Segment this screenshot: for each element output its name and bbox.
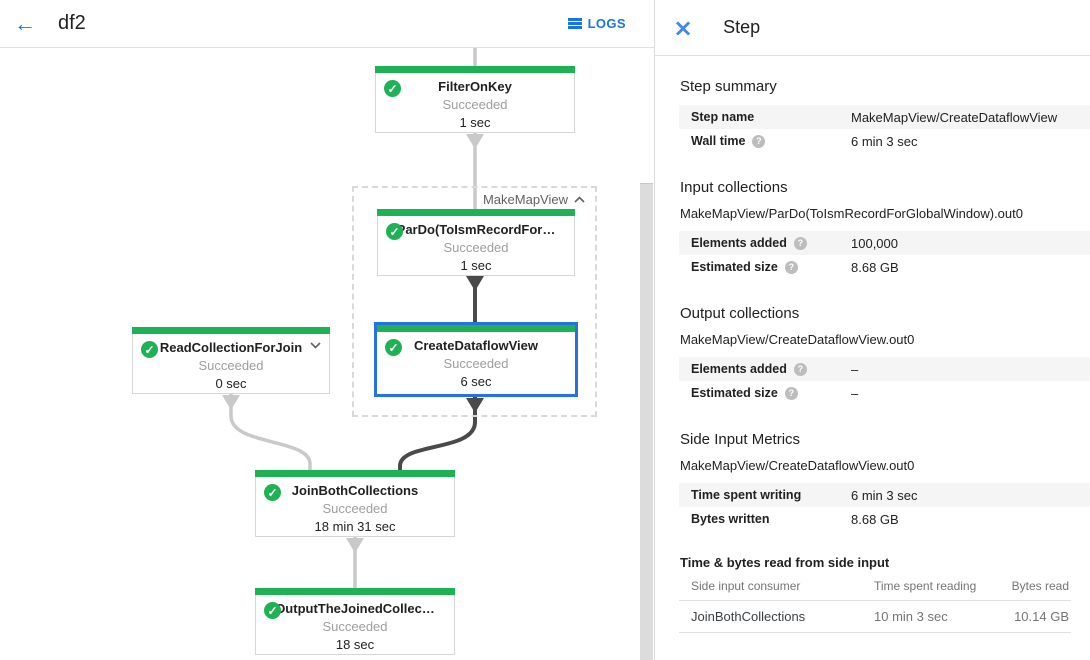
check-circle-icon: ✓ [386,223,403,240]
panel-header: × Step [655,0,1090,56]
kv-value: 6 min 3 sec [851,133,918,149]
check-circle-icon: ✓ [141,341,158,358]
section-title-input-collections: Input collections [680,179,788,196]
panel-title: Step [723,17,761,37]
side-input-table-title: Time & bytes read from side input [680,555,890,570]
node-title: OutputTheJoinedCollec… [275,601,435,616]
graph-vertical-scrollbar[interactable] [640,183,653,660]
kv-label: Elements added [691,236,787,250]
section-title-side-input-metrics: Side Input Metrics [680,431,801,448]
logs-list-icon [567,18,582,29]
check-circle-icon: ✓ [264,484,281,501]
node-title: JoinBothCollections [291,483,419,498]
graph-node-readcollectionforjoin[interactable]: ✓ ReadCollectionForJoin Succeeded 0 sec [132,327,330,394]
kv-row-elements-added: Elements added ? 100,000 [679,231,1090,255]
kv-label: Estimated size [691,386,778,400]
node-title: FilterOnKey [438,79,512,94]
chevron-up-icon [574,196,585,203]
node-time: 1 sec [460,258,492,273]
graph-node-pardo-toismrecord[interactable]: ✓ ParDo(ToIsmRecordFor… Succeeded 1 sec [377,209,575,276]
node-time: 6 sec [460,374,492,389]
cell-time-reading: 10 min 3 sec [874,600,994,633]
back-arrow-icon[interactable]: ← [14,10,36,36]
side-input-collection-name: MakeMapView/CreateDataflowView.out0 [680,458,915,473]
kv-label: Elements added [691,362,787,376]
node-status-bar [375,66,575,73]
kv-label: Step name [691,110,755,124]
kv-label: Wall time [691,134,746,148]
composite-group-makemapview: MakeMapView [352,186,597,417]
node-status: Succeeded [442,97,508,112]
group-label: MakeMapView [482,192,568,207]
table-header-consumer: Side input consumer [679,572,874,601]
help-circle-icon[interactable]: ? [784,260,798,274]
group-collapse-toggle[interactable]: MakeMapView [480,192,587,207]
node-status-bar [377,325,575,332]
kv-value: – [851,385,859,401]
kv-value: MakeMapView/CreateDataflowView [851,109,1058,125]
job-title: df2 [58,12,86,34]
kv-label: Estimated size [691,260,778,274]
kv-row-elements-added: Elements added ? – [679,357,1090,381]
top-bar: ← df2 LOGS [0,0,654,48]
node-status-bar [255,588,455,595]
graph-node-filteronkey[interactable]: ✓ FilterOnKey Succeeded 1 sec [375,66,575,133]
node-title: CreateDataflowView [413,338,539,353]
node-time: 18 min 31 sec [314,519,396,534]
node-title: ParDo(ToIsmRecordFor… [396,222,556,237]
node-time: 18 sec [335,637,375,652]
graph-node-joinbothcollections[interactable]: ✓ JoinBothCollections Succeeded 18 min 3… [255,470,455,537]
node-status: Succeeded [198,358,264,373]
kv-value: 100,000 [851,235,898,251]
kv-label: Time spent writing [691,488,802,502]
cell-consumer: JoinBothCollections [679,600,874,633]
node-status: Succeeded [322,501,388,516]
check-circle-icon: ✓ [264,602,281,619]
help-circle-icon[interactable]: ? [784,386,798,400]
cell-bytes-read: 10.14 GB [994,600,1071,633]
node-time: 0 sec [215,376,247,391]
logs-label: LOGS [587,16,626,31]
kv-value: 8.68 GB [851,259,899,275]
step-details-panel: × Step Step summary Step name MakeMapVie… [654,0,1090,660]
output-collection-name: MakeMapView/CreateDataflowView.out0 [680,332,915,347]
kv-value: 8.68 GB [851,511,899,527]
input-collection-name: MakeMapView/ParDo(ToIsmRecordForGlobalWi… [680,206,1023,221]
section-title-output-collections: Output collections [680,305,800,322]
side-input-table: Side input consumer Time spent reading B… [679,572,1071,633]
table-row: JoinBothCollections 10 min 3 sec 10.14 G… [679,600,1071,633]
node-status: Succeeded [443,356,509,371]
node-status-bar [377,209,575,216]
graph-node-outputthejoinedcollection[interactable]: ✓ OutputTheJoinedCollec… Succeeded 18 se… [255,588,455,655]
kv-value: 6 min 3 sec [851,487,918,503]
job-graph-canvas: MakeMapView ✓ FilterOnKey Succeeded 1 se… [0,48,654,660]
table-header-bytes-read: Bytes read [994,572,1071,601]
graph-node-createdataflowview[interactable]: ✓ CreateDataflowView Succeeded 6 sec [374,322,578,397]
node-status-bar [132,327,330,334]
kv-row-time-spent-writing: Time spent writing 6 min 3 sec [679,483,1090,507]
node-time: 1 sec [459,115,491,130]
graph-edges [222,48,484,588]
table-header-time-reading: Time spent reading [874,572,994,601]
kv-row-estimated-size: Estimated size ? 8.68 GB [679,255,1090,279]
chevron-down-icon[interactable] [310,342,321,349]
help-circle-icon[interactable]: ? [752,134,766,148]
check-circle-icon: ✓ [384,80,401,97]
node-status: Succeeded [443,240,509,255]
kv-label: Bytes written [691,512,770,526]
node-status: Succeeded [322,619,388,634]
help-circle-icon[interactable]: ? [793,362,807,376]
help-circle-icon[interactable]: ? [793,236,807,250]
kv-row-wall-time: Wall time ? 6 min 3 sec [679,129,1090,153]
node-title: ReadCollectionForJoin [159,340,303,355]
kv-value: – [851,361,859,377]
kv-row-estimated-size: Estimated size ? – [679,381,1090,405]
kv-row-step-name: Step name MakeMapView/CreateDataflowView [679,105,1090,129]
kv-row-bytes-written: Bytes written 8.68 GB [679,507,1090,531]
section-title-step-summary: Step summary [680,78,777,95]
check-circle-icon: ✓ [385,339,402,356]
logs-button[interactable]: LOGS [567,16,626,31]
node-status-bar [255,470,455,477]
close-icon[interactable]: × [673,13,694,42]
